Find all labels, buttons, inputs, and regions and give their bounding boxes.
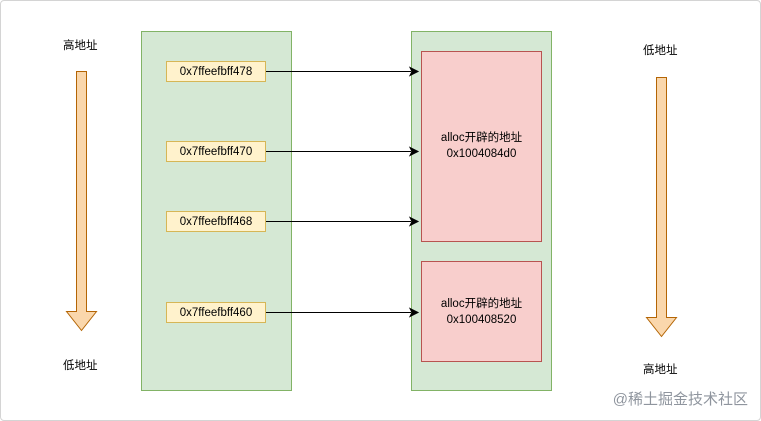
heap-block-1-text: alloc开辟的地址 0x1004084d0 bbox=[421, 130, 542, 162]
stack-address-box-1: 0x7ffeefbff478 bbox=[166, 61, 266, 82]
watermark: @稀土掘金技术社区 bbox=[612, 391, 748, 408]
heap-block-1-address: 0x1004084d0 bbox=[446, 148, 517, 160]
left-bottom-label: 低地址 bbox=[63, 360, 98, 372]
stack-address-box-4: 0x7ffeefbff460 bbox=[166, 302, 266, 323]
pointer-arrow-2 bbox=[266, 146, 420, 157]
heap-block-1 bbox=[421, 51, 542, 242]
pointer-arrow-4 bbox=[266, 307, 420, 318]
heap-block-2 bbox=[421, 261, 542, 362]
heap-block-2-text: alloc开辟的地址 0x100408520 bbox=[421, 296, 542, 328]
pointer-arrow-3 bbox=[266, 216, 420, 227]
right-top-label: 低地址 bbox=[643, 45, 678, 57]
pointer-arrow-1 bbox=[266, 66, 420, 77]
left-direction-arrow-icon bbox=[65, 71, 98, 332]
heap-block-1-label: alloc开辟的地址 bbox=[440, 132, 523, 144]
stack-address-box-3: 0x7ffeefbff468 bbox=[166, 211, 266, 232]
left-top-label: 高地址 bbox=[63, 40, 98, 52]
right-bottom-label: 高地址 bbox=[643, 364, 678, 376]
heap-block-2-address: 0x100408520 bbox=[446, 314, 517, 326]
right-direction-arrow-icon bbox=[645, 77, 678, 338]
stack-address-box-2: 0x7ffeefbff470 bbox=[166, 141, 266, 162]
heap-block-2-label: alloc开辟的地址 bbox=[440, 298, 523, 310]
